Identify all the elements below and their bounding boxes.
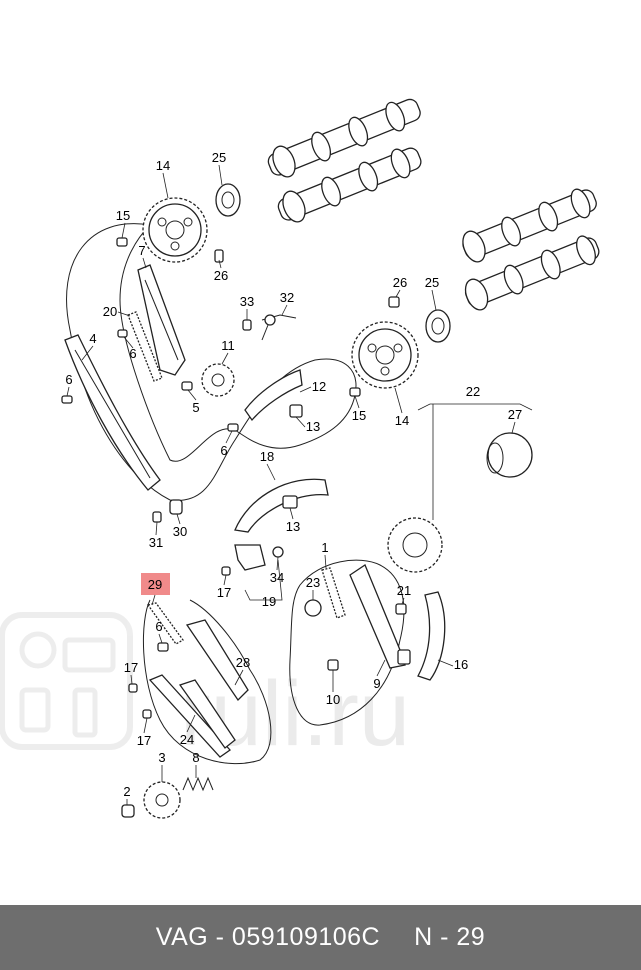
bracket-22 (417, 403, 533, 411)
bolt-33 (242, 319, 252, 331)
bolt-10 (327, 659, 339, 671)
callout-19: 19 (262, 594, 276, 609)
footer-bar: VAG - 059109106C N - 29 (0, 905, 641, 970)
callout-32: 32 (280, 290, 294, 305)
callout-21: 21 (397, 583, 411, 598)
guide-rail-24 (148, 674, 236, 758)
guide-rail-9 (349, 564, 411, 669)
bolt-26-right (388, 296, 400, 308)
callout-34: 34 (270, 570, 284, 585)
bolt-17-a (221, 566, 231, 576)
callout-6a: 6 (65, 372, 72, 387)
plug-30 (169, 499, 183, 515)
callout-10: 10 (326, 692, 340, 707)
callout-14a: 14 (156, 158, 170, 173)
callout-6d: 6 (155, 619, 162, 634)
bolt-6-a (117, 329, 128, 338)
chain-guide-12 (244, 369, 303, 422)
callout-15b: 15 (352, 408, 366, 423)
bolt-26-upper (214, 249, 224, 263)
callout-25b: 25 (425, 275, 439, 290)
callout-3: 3 (158, 750, 165, 765)
chain-segment-20 (127, 311, 163, 382)
callout-28: 28 (236, 655, 250, 670)
bolt-5 (181, 381, 193, 391)
callout-24: 24 (180, 732, 194, 747)
chain-1 (321, 567, 346, 619)
tensioner-rail-16 (417, 591, 446, 681)
chain-tensioner-18 (234, 478, 329, 533)
upper-timing-chain (66, 223, 357, 501)
washer-23 (304, 599, 322, 617)
crankshaft-sprocket-3 (143, 781, 181, 819)
callout-4: 4 (89, 331, 96, 346)
bolt-31 (152, 511, 162, 523)
callout-13b: 13 (286, 519, 300, 534)
callout-13a: 13 (306, 419, 320, 434)
intermediate-sprocket-11 (201, 363, 235, 397)
callout-18: 18 (260, 449, 274, 464)
callout-30: 30 (173, 524, 187, 539)
callout-1: 1 (321, 540, 328, 555)
upper-camshafts (267, 98, 422, 223)
watermark: ruli.ru (0, 612, 410, 765)
callout-27: 27 (508, 407, 522, 422)
chain-29-highlighted (142, 599, 272, 765)
callout-6c: 6 (220, 443, 227, 458)
position-number: N - 29 (414, 923, 486, 951)
bolt-6-b (61, 395, 73, 404)
callout-31: 31 (149, 535, 163, 550)
oil-nozzle-32 (261, 314, 297, 341)
callout-29-highlighted: 29 (148, 577, 162, 592)
callout-7: 7 (138, 243, 145, 258)
highlight-box (141, 573, 170, 595)
callout-12: 12 (312, 379, 326, 394)
spring-8 (182, 776, 214, 792)
timing-chain-diagram: ruli.ru (0, 98, 600, 819)
lower-timing-chain (289, 559, 405, 726)
callout-15a: 15 (116, 208, 130, 223)
callout-25a: 25 (212, 150, 226, 165)
callout-33: 33 (240, 294, 254, 309)
callout-5: 5 (192, 400, 199, 415)
valve-19 (234, 544, 284, 571)
callout-26b: 26 (393, 275, 407, 290)
callout-26a: 26 (214, 268, 228, 283)
callout-9: 9 (373, 676, 380, 691)
callout-2: 2 (123, 784, 130, 799)
bolt-6-d (157, 642, 169, 652)
callout-17b: 17 (124, 660, 138, 675)
part-number: VAG - 059109106C (155, 923, 381, 951)
right-camshafts (462, 188, 600, 311)
callout-17a: 17 (217, 585, 231, 600)
callout-23: 23 (306, 575, 320, 590)
bolt-6-c (227, 423, 239, 432)
callout-16: 16 (454, 657, 468, 672)
camshaft-sprocket-right (351, 321, 419, 389)
bolt-17-b (128, 683, 138, 693)
guide-rail-7 (137, 264, 186, 376)
callout-8: 8 (192, 750, 199, 765)
callout-14b: 14 (395, 413, 409, 428)
guide-rail-28 (185, 619, 249, 702)
callout-17c: 17 (137, 733, 151, 748)
bolt-15-right (349, 387, 361, 397)
bolt-2 (121, 804, 135, 818)
camshaft-sprocket-upper (142, 197, 208, 263)
sleeve-27 (486, 432, 533, 478)
callout-6b: 6 (129, 346, 136, 361)
callout-labels: 14 25 15 7 26 20 33 32 4 6 6 11 5 12 13 … (65, 150, 522, 799)
intermediate-shaft-sprocket (387, 517, 443, 573)
bolt-15-upper (116, 237, 128, 247)
camshaft-adjuster-right (425, 309, 451, 343)
bolt-17-c (142, 709, 152, 719)
camshaft-adjuster-upper (215, 183, 241, 217)
callout-20: 20 (103, 304, 117, 319)
leader-lines (66, 164, 516, 805)
callout-22: 22 (466, 384, 480, 399)
tensioner-rail-4 (64, 334, 161, 491)
callout-11: 11 (221, 338, 235, 353)
bolt-21 (395, 603, 407, 615)
